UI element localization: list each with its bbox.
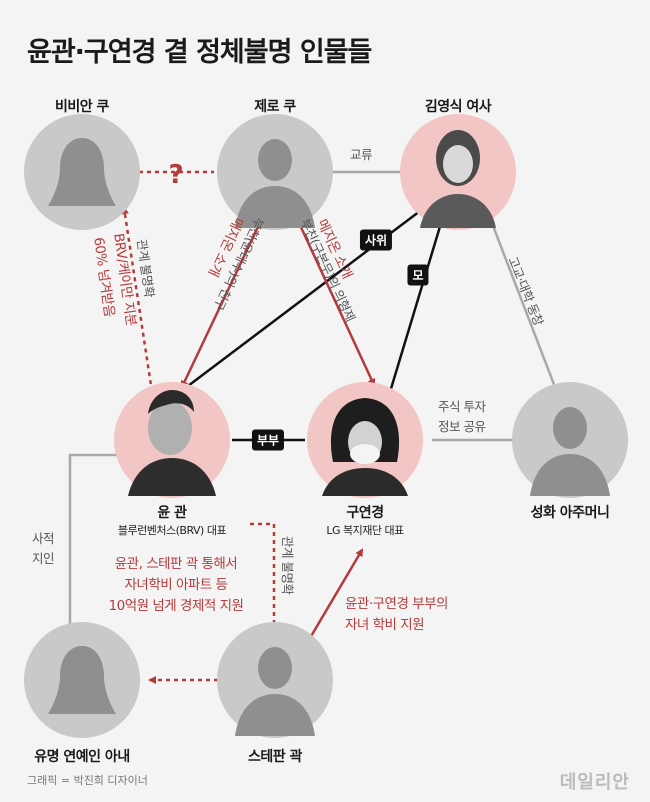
line-stefan-yun	[248, 522, 276, 640]
badge-mother: 모	[407, 264, 429, 286]
name-seonghwa: 성화 아주머니	[530, 505, 610, 521]
node-yun	[114, 382, 230, 498]
node-seonghwa	[512, 382, 628, 498]
support-line-1: 윤관, 스테판 곽 통해서	[114, 556, 238, 572]
name-stefan: 스테판 곽	[248, 749, 302, 765]
node-stefan	[217, 622, 333, 738]
name-yun: 윤 관	[157, 505, 187, 521]
support-line-2: 자녀학비 아파트 등	[124, 577, 228, 593]
label-stock-2: 정보 공유	[438, 419, 486, 434]
name-vivian: 비비안 쿠	[55, 99, 109, 115]
name-zero: 제로 쿠	[254, 99, 296, 115]
label-stock-1: 주식 투자	[438, 399, 486, 414]
badge-son-in-law: 사위	[359, 229, 393, 251]
name-koo: 구연경	[346, 505, 384, 521]
line-yun-wife	[68, 453, 126, 632]
arrow-zero-yun	[180, 209, 268, 389]
label-unclear-stefan: 관계 불명확	[280, 536, 295, 595]
badge-couple: 부부	[251, 429, 285, 451]
label-exchange: 교류	[350, 147, 373, 162]
line-kim-koo	[388, 209, 447, 393]
page-title: 윤관·구연경 곁 정체불명 인물들	[27, 37, 372, 68]
credit: 그래픽 = 박진희 디자이너	[27, 774, 148, 787]
node-wife	[24, 622, 140, 738]
question-mark: ?	[168, 160, 183, 190]
node-kim	[400, 114, 516, 230]
label-acquaint-2: 지인	[32, 551, 55, 566]
brand-logo: 데일리안	[559, 772, 630, 793]
support-note: 윤관, 스테판 곽 통해서 자녀학비 아파트 등 10억원 넘게 경제적 지원	[86, 554, 266, 617]
label-acquaint-1: 사적	[32, 531, 55, 546]
role-koo: LG 복지재단 대표	[326, 524, 404, 537]
support-line-3: 10억원 넘게 경제적 지원	[108, 598, 244, 614]
name-kim: 김영식 여사	[424, 99, 492, 115]
role-yun: 블루런벤처스(BRV) 대표	[117, 524, 227, 537]
node-vivian	[24, 114, 140, 230]
tuition-note: 윤관·구연경 부부의 자녀 학비 지원	[345, 594, 448, 636]
tuition-line-2: 자녀 학비 지원	[345, 617, 425, 633]
arrow-zero-koo	[291, 209, 376, 387]
node-zero	[217, 114, 333, 230]
name-wife: 유명 연예인 아내	[34, 749, 130, 765]
tuition-line-1: 윤관·구연경 부부의	[345, 596, 448, 612]
arrow-stefan-koo	[308, 548, 364, 639]
arrow-yun-vivian	[120, 206, 154, 393]
node-koo	[307, 382, 423, 498]
